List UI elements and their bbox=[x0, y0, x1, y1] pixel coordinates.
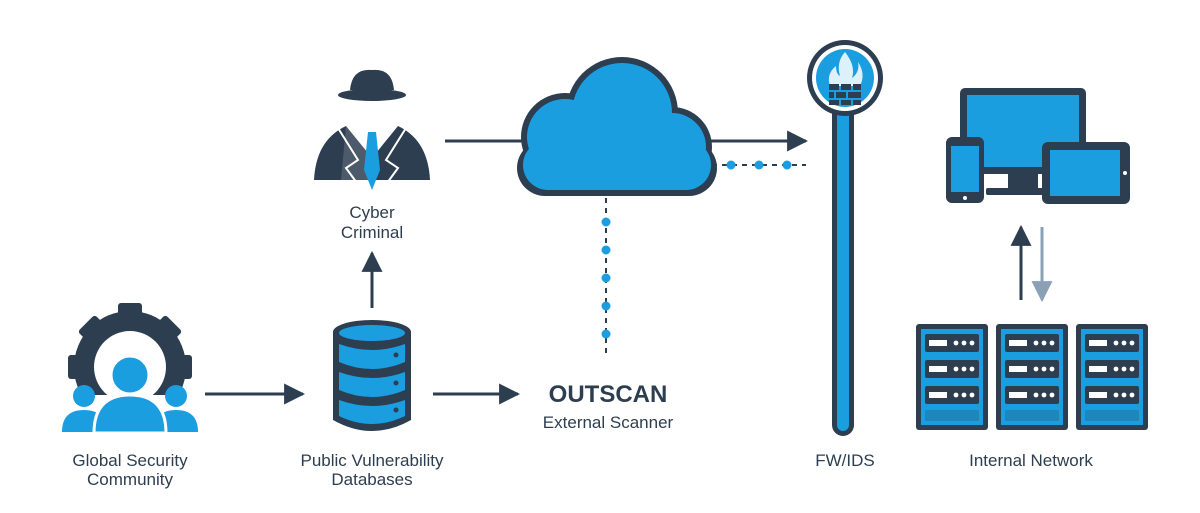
dotted-link-vertical bbox=[601, 198, 611, 355]
criminal-label-line: Cyber bbox=[349, 203, 395, 222]
firewall-icon bbox=[807, 40, 883, 436]
dotted-link-horizontal bbox=[712, 160, 806, 170]
cloud-icon bbox=[517, 57, 717, 196]
community-label-line: Global Security bbox=[72, 451, 188, 470]
outscan-title: OUTSCAN bbox=[549, 381, 668, 408]
servers-icon bbox=[916, 324, 1148, 430]
outscan-subtitle: External Scanner bbox=[543, 413, 674, 432]
gear-people-icon bbox=[60, 303, 200, 435]
hacker-icon bbox=[314, 69, 430, 191]
criminal-label: Cyber Criminal bbox=[341, 203, 403, 242]
databases-label-line: Databases bbox=[331, 470, 412, 489]
devices-icon bbox=[946, 88, 1130, 204]
database-icon bbox=[333, 320, 411, 431]
criminal-label-line: Criminal bbox=[341, 223, 403, 242]
fw-label: FW/IDS bbox=[815, 451, 875, 470]
network-label: Internal Network bbox=[969, 451, 1093, 470]
databases-label: Public Vulnerability Databases bbox=[301, 451, 444, 489]
community-label-line: Community bbox=[87, 470, 173, 489]
community-label: Global Security Community bbox=[72, 451, 188, 489]
databases-label-line: Public Vulnerability bbox=[301, 451, 444, 470]
